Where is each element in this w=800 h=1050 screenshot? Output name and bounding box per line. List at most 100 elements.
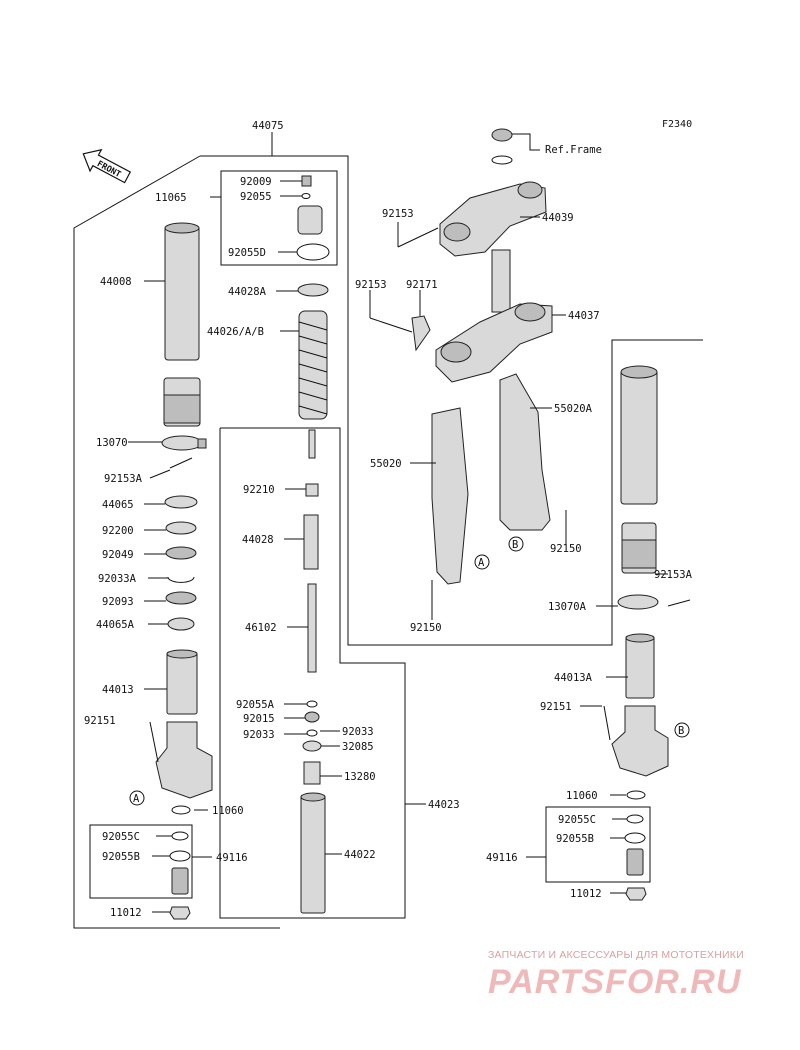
bushing-44065A xyxy=(167,617,195,631)
ref-A-left: A xyxy=(133,793,140,805)
ref-frame-label: Ref.Frame xyxy=(545,144,602,156)
callout-92033-right: 92033 xyxy=(342,726,374,738)
callout-13070A: 13070A xyxy=(548,601,587,613)
callout-92153-lower: 92153 xyxy=(355,279,387,291)
front-arrow-icon: FRONT xyxy=(82,148,132,184)
callout-13280: 13280 xyxy=(344,771,376,783)
upper-bracket-clamp-left xyxy=(443,222,471,242)
bolt-92153-lower xyxy=(369,317,413,333)
callout-92151-left: 92151 xyxy=(84,715,116,727)
circlip-92033 xyxy=(306,729,318,737)
callout-92171: 92171 xyxy=(406,279,438,291)
nut-11012-right xyxy=(625,887,647,901)
ref-circle-A-right xyxy=(474,554,490,570)
adjuster-44028 xyxy=(303,514,319,570)
callout-11012-right: 11012 xyxy=(570,888,602,900)
valve-group-box-left xyxy=(89,824,193,899)
callout-92153-upper: 92153 xyxy=(382,208,414,220)
oring-92055C-left xyxy=(171,831,189,841)
ref-circle-B-left xyxy=(508,536,524,552)
upper-bracket-clamp-right xyxy=(517,181,543,199)
washer-32085 xyxy=(302,740,322,752)
spring-seat-44028A xyxy=(297,283,329,297)
bolt-92153A-left xyxy=(169,457,193,469)
callout-44065: 44065 xyxy=(102,499,134,511)
callout-49116-right: 49116 xyxy=(486,852,518,864)
oring-92055 xyxy=(301,193,311,199)
oring-92055C-right xyxy=(626,814,644,824)
callout-92150-left: 92150 xyxy=(410,622,442,634)
left-assembly-frame-left xyxy=(73,155,280,929)
rod-top xyxy=(308,429,316,459)
callout-92153A-right: 92153A xyxy=(654,569,693,581)
callout-44039: 44039 xyxy=(542,212,574,224)
seal-bellows-right xyxy=(621,539,657,569)
left-assembly-frame xyxy=(200,155,703,646)
clamp-lug xyxy=(197,438,207,449)
inner-tube-44013 xyxy=(166,651,198,715)
callout-92200: 92200 xyxy=(102,525,134,537)
oring-92055D xyxy=(296,243,330,261)
outer-tube-44008 xyxy=(164,225,200,361)
washer-92200 xyxy=(165,521,197,535)
bracket-92171 xyxy=(411,315,431,352)
callout-32085: 32085 xyxy=(342,741,374,753)
lower-bracket-clamp-right xyxy=(514,302,546,322)
bolt-92009 xyxy=(301,175,312,187)
callout-92055D: 92055D xyxy=(228,247,266,259)
stem-shaft xyxy=(491,249,511,313)
callout-11060-right: 11060 xyxy=(566,790,598,802)
bushing-44065 xyxy=(164,495,198,509)
callout-92055A: 92055A xyxy=(236,699,275,711)
seal-92049 xyxy=(165,546,197,560)
callout-labels: 44075 11065 92009 92055 92055D 44028A 44… xyxy=(84,120,693,919)
watermark-tagline: ЗАПЧАСТИ И АКСЕССУАРЫ ДЛЯ МОТОТЕХНИКИ xyxy=(488,949,744,961)
callout-92009: 92009 xyxy=(240,176,272,188)
outer-tube-top xyxy=(164,222,200,234)
seal-bellows xyxy=(163,394,201,424)
ref-circle-B-right xyxy=(674,722,690,738)
circlip-92033A xyxy=(167,576,195,583)
stem-washer xyxy=(491,155,513,165)
fork-guard-55020A xyxy=(499,373,551,531)
spring-44026 xyxy=(298,310,328,420)
oring-92055A xyxy=(306,700,318,708)
callout-92015: 92015 xyxy=(243,713,275,725)
figure-code: F2340 xyxy=(662,119,693,130)
fork-guard-55020 xyxy=(431,407,469,585)
inner-tube-right-top xyxy=(625,633,655,643)
outer-tube-right xyxy=(620,369,658,505)
cartridge-frame xyxy=(219,427,406,919)
callout-92055B-right: 92055B xyxy=(556,833,594,845)
callout-44022: 44022 xyxy=(344,849,376,861)
callout-44023: 44023 xyxy=(428,799,460,811)
ref-A-right: A xyxy=(478,557,485,569)
axle-holder-left xyxy=(155,721,213,799)
oring-92055B-left xyxy=(169,850,191,862)
callout-13070: 13070 xyxy=(96,437,128,449)
callout-92153A-left: 92153A xyxy=(104,473,143,485)
leader-lines xyxy=(128,132,668,913)
callout-44028: 44028 xyxy=(242,534,274,546)
fork-cap xyxy=(297,205,323,235)
valve-group-box-right xyxy=(545,806,651,883)
watermark-brand: PARTSFOR.RU xyxy=(488,963,742,1001)
cylinder-top xyxy=(300,792,326,802)
callout-92033A: 92033A xyxy=(98,573,137,585)
callout-92055C-left: 92055C xyxy=(102,831,140,843)
callout-44037: 44037 xyxy=(568,310,600,322)
piston-rod-46102 xyxy=(307,583,317,673)
stem-nut xyxy=(491,128,513,142)
lower-bracket-44037 xyxy=(435,303,553,383)
valve-13280 xyxy=(303,761,321,785)
bolt-92153-upper xyxy=(397,227,439,248)
callout-92151-right: 92151 xyxy=(540,701,572,713)
cap-group-box xyxy=(220,170,338,266)
callout-49116-left: 49116 xyxy=(216,852,248,864)
callout-46102: 46102 xyxy=(245,622,277,634)
callout-92055: 92055 xyxy=(240,191,272,203)
callout-44013A: 44013A xyxy=(554,672,593,684)
clamp-13070A xyxy=(617,594,659,610)
